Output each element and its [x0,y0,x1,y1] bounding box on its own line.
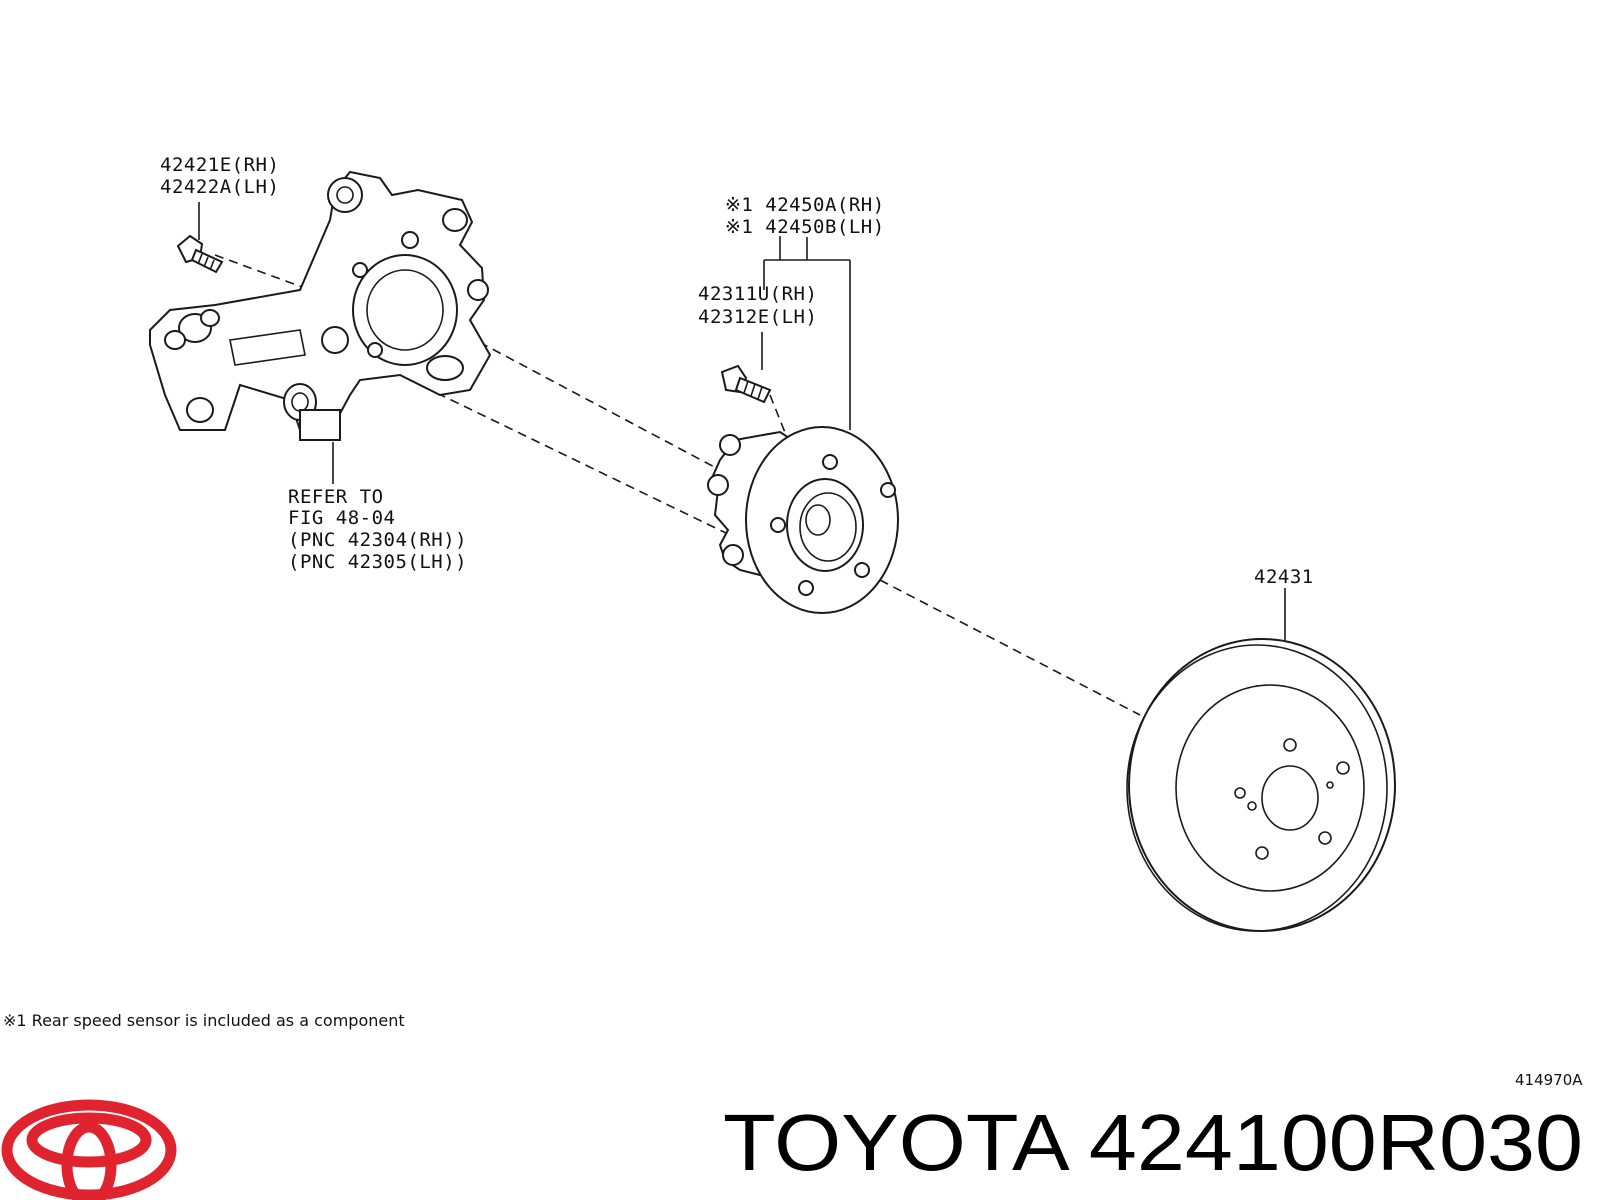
callout-disc: 42431 [1254,566,1314,588]
brake-disc-drawing [1126,638,1396,932]
callout-bolt-lh: 42422A(LH) [160,176,279,198]
callout-knuckle-ref-2: FIG 48-04 [288,507,395,529]
knuckle-drawing [149,170,492,441]
callout-hub-bolt-rh: 42311U(RH) [698,283,817,305]
hub-assembly-drawing [707,426,899,614]
knuckle-bolt-drawing [176,234,224,274]
callout-knuckle-ref-4: (PNC 42305(LH)) [288,551,467,573]
callout-hub-lh: ※1 42450B(LH) [725,216,885,238]
callout-hub-rh: ※1 42450A(RH) [725,194,885,216]
hub-bolt-drawing [720,364,772,404]
page-title: TOYOTA 424100R030 [723,1098,1583,1187]
footnote: ※1 Rear speed sensor is included as a co… [3,1011,405,1030]
callout-bolt-rh: 42421E(RH) [160,154,279,176]
callout-knuckle-ref-1: REFER TO [288,486,384,508]
figure-id: 414970A [1515,1071,1583,1089]
callout-hub-bolt-lh: 42312E(LH) [698,306,817,328]
leader-lines [198,202,1286,640]
toyota-logo-icon [1,1099,177,1200]
callout-knuckle-ref-3: (PNC 42304(RH)) [288,529,467,551]
